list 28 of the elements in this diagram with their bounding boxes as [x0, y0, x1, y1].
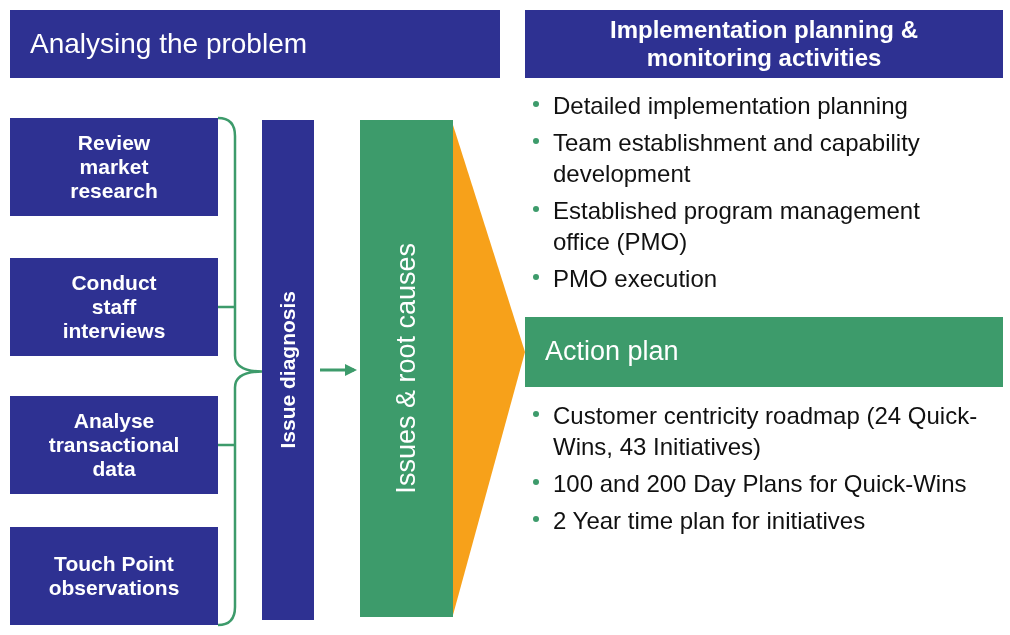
heading-text: Implementation planning & monitoring activities	[609, 16, 919, 72]
heading-text: Analysing the problem	[30, 27, 308, 61]
bullet-text: Team establishment and capability development	[553, 128, 921, 189]
heading-text: Touch Point observations	[47, 551, 181, 601]
heading-text: Conduct staff interviews	[61, 270, 167, 344]
bullet-text: Detailed implementation planning	[553, 91, 908, 121]
heading-text: Analyse transactional data	[47, 408, 181, 482]
arrow	[320, 364, 357, 376]
curly-brace	[216, 116, 264, 627]
activity-box	[10, 396, 218, 494]
bullet-text: Established program management office (PMO)	[553, 196, 921, 257]
heading-text: Review market research	[69, 130, 159, 204]
header-band	[525, 317, 1003, 387]
bullet-text: Customer centricity roadmap (24 Quick-Wins, 43 Initiatives)	[553, 401, 979, 462]
heading-text: Action plan	[545, 336, 679, 368]
activity-box	[10, 118, 218, 216]
vertical-label: Issue diagnosis	[275, 291, 300, 449]
activity-box	[10, 527, 218, 625]
header-band	[525, 10, 1003, 78]
vertical-label: Issues & root causes	[390, 243, 422, 494]
chevron-arrow	[453, 125, 525, 615]
vertical-bar	[360, 120, 453, 617]
bullet-text: PMO execution	[553, 264, 718, 294]
header-band	[10, 10, 500, 78]
vertical-bar	[262, 120, 314, 620]
bullet-text: 2 Year time plan for initiatives	[553, 506, 866, 536]
bullet-text: 100 and 200 Day Plans for Quick-Wins	[553, 469, 967, 499]
activity-box	[10, 258, 218, 356]
